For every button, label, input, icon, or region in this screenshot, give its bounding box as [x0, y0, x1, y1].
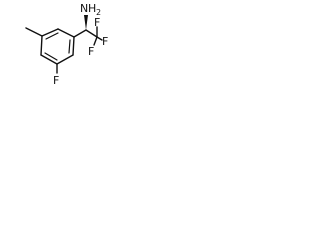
ring-bond-2 — [57, 28, 75, 38]
stereocenter-to-cf3-bond — [85, 29, 98, 38]
ring-bond-3 — [72, 36, 75, 56]
ring-double-bond-2 — [68, 39, 71, 54]
amine-label-subscript: 2 — [96, 8, 101, 17]
ring-bond-6 — [40, 35, 43, 56]
cf3-fluorine-top-label: F — [94, 16, 100, 29]
wedge-bond-amine — [84, 15, 88, 30]
cf3-bond-bottom — [93, 36, 98, 46]
amine-label-h: H — [88, 2, 96, 15]
ring-to-stereocenter-bond — [73, 29, 87, 38]
cf3-fluorine-right-label: F — [102, 35, 108, 48]
ring-double-bond-3 — [44, 52, 58, 61]
cf3-fluorine-bottom-label: F — [88, 45, 94, 58]
ring-double-bond-1 — [45, 32, 59, 40]
ring-bond-4 — [56, 54, 74, 65]
amine-label-n: N — [80, 2, 88, 15]
ring-fluorine-label: F — [53, 74, 59, 87]
cf3-bond-right — [96, 36, 103, 41]
molecule-structure: N H 2 F F F F — [25, 2, 108, 87]
ring-bond-1 — [41, 28, 59, 37]
ring-bond-5 — [40, 54, 58, 65]
methyl-bond — [25, 27, 43, 37]
benzene-ring — [40, 28, 75, 65]
